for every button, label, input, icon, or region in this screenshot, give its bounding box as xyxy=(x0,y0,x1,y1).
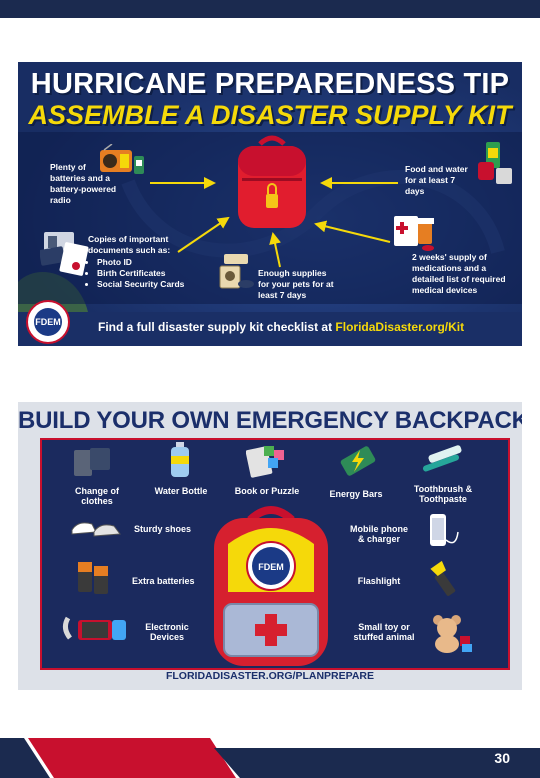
hurricane-tip-graphic: HURRICANE PREPAREDNESS TIP ASSEMBLE A DI… xyxy=(18,62,522,346)
label-water-bottle: Water Bottle xyxy=(154,486,208,496)
item-food-text: Food and water for at least 7 days xyxy=(405,164,468,196)
emergency-backpack-graphic: BUILD YOUR OWN EMERGENCY BACKPACK Change… xyxy=(18,402,522,690)
item-radio-text: Plenty of batteries and a battery-powere… xyxy=(50,162,117,205)
emergency-backpack-icon xyxy=(214,506,328,666)
backpack-footer-url[interactable]: FLORIDADISASTER.ORG/PLANPREPARE xyxy=(165,670,375,682)
label-shoes: Sturdy shoes xyxy=(134,524,192,534)
document-item: Birth Certificates xyxy=(97,268,188,279)
batteries-icon xyxy=(78,562,108,594)
tip-footer-text: Find a full disaster supply kit checklis… xyxy=(98,320,518,334)
tip-title: HURRICANE PREPAREDNESS TIP xyxy=(30,68,510,100)
backpack-title: BUILD YOUR OWN EMERGENCY BACKPACK xyxy=(18,407,522,434)
label-flashlight: Flashlight xyxy=(357,576,401,586)
documents-icon xyxy=(40,232,89,276)
radio-icon xyxy=(100,144,144,174)
document-item: Photo ID xyxy=(97,257,188,268)
energy-bar-icon xyxy=(340,446,376,476)
label-mobile-phone: Mobile phone & charger xyxy=(350,524,408,544)
top-header-bar xyxy=(0,0,540,18)
label-extra-batteries: Extra batteries xyxy=(132,576,195,586)
documents-list: Photo ID Birth Certificates Social Secur… xyxy=(88,257,188,290)
footer-link[interactable]: FloridaDisaster.org/Kit xyxy=(335,320,465,334)
fdem-seal-icon: FDEM xyxy=(26,300,70,344)
item-medications-text: 2 weeks' supply of medications and a det… xyxy=(412,252,506,295)
flashlight-icon xyxy=(430,560,456,596)
seal-text: FDEM xyxy=(35,317,61,327)
clothes-icon xyxy=(74,448,110,476)
mobile-phone-icon xyxy=(430,514,459,546)
arrows xyxy=(150,177,398,268)
teddy-bear-icon xyxy=(433,615,472,653)
toothbrush-icon xyxy=(422,445,462,472)
label-energy-bars: Energy Bars xyxy=(329,489,383,499)
item-pets-text: Enough supplies for your pets for at lea… xyxy=(258,268,334,300)
documents-intro: Copies of important documents such as: xyxy=(88,234,171,255)
label-clothes: Change of clothes xyxy=(75,486,119,506)
backpack-icon xyxy=(238,135,306,228)
electronic-devices-icon xyxy=(62,616,126,640)
footer-prefix: Find a full disaster supply kit checklis… xyxy=(98,320,336,334)
book-puzzle-icon xyxy=(246,446,284,478)
label-electronic-devices: Electronic Devices xyxy=(145,622,189,642)
label-small-toy: Small toy or stuffed animal xyxy=(353,622,415,642)
water-bottle-icon xyxy=(171,442,189,477)
tip-footer-bar xyxy=(18,312,522,346)
bottom-footer-bar xyxy=(0,738,540,778)
page-number: 30 xyxy=(494,750,510,766)
backpack-seal-text: FDEM xyxy=(258,562,284,572)
shoes-icon xyxy=(71,522,121,537)
label-toothbrush: Toothbrush & Toothpaste xyxy=(413,484,473,504)
label-book-puzzle: Book or Puzzle xyxy=(234,486,300,496)
medication-icon xyxy=(394,216,434,251)
food-water-icon xyxy=(478,142,512,184)
tip-subtitle: ASSEMBLE A DISASTER SUPPLY KIT xyxy=(28,100,512,130)
item-documents-text: Copies of important documents such as: P… xyxy=(88,234,188,290)
pet-supplies-icon xyxy=(219,254,254,289)
document-item: Social Security Cards xyxy=(97,279,188,290)
